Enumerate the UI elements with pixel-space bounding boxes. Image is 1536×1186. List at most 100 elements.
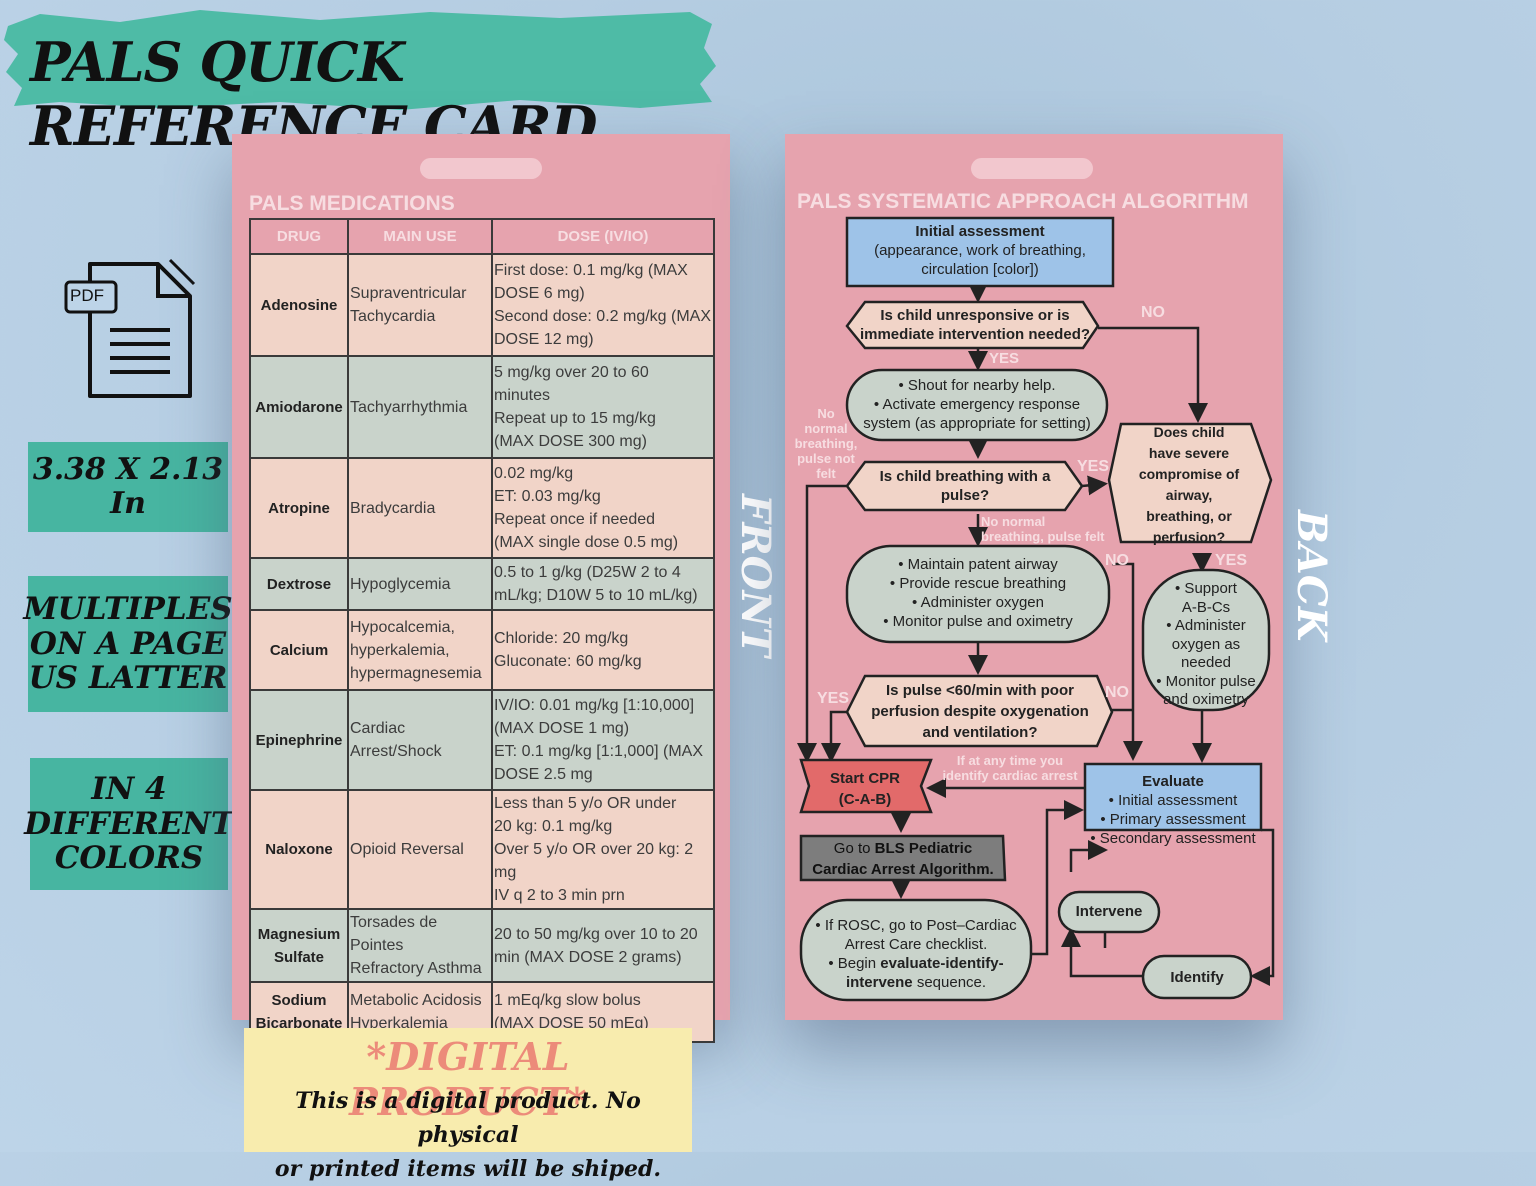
lanyard-slot bbox=[420, 158, 542, 179]
table-row: Calcium Hypocalcemia,hyperkalemia,hyperma… bbox=[249, 609, 715, 691]
table-header-row: DRUG MAIN USE DOSE (IV/IO) bbox=[249, 218, 715, 255]
dose-cell-line: minutes bbox=[494, 387, 551, 404]
decision-pulse-60 bbox=[845, 674, 1114, 748]
use-cell-line: Arrest/Shock bbox=[350, 743, 442, 760]
dose-cell: IV/IO: 0.01 mg/kg [1:10,000] (MAX DOSE 1 … bbox=[491, 689, 715, 791]
bls-algorithm-box bbox=[799, 834, 1007, 882]
colors-line-2: DIFFERENT bbox=[24, 805, 234, 842]
use-cell-line: Hypoglycemia bbox=[350, 575, 451, 593]
size-badge: 3.38 X 2.13 In bbox=[28, 442, 228, 532]
dose-cell-line: Second dose: 0.2 mg/kg (MAX bbox=[494, 308, 711, 325]
multiples-badge: MULTIPLES ON A PAGE US LATTER bbox=[23, 576, 233, 712]
use-cell-line: Tachycardia bbox=[350, 308, 436, 325]
dose-cell-line: DOSE 12 mg) bbox=[494, 331, 594, 348]
drug-cell-line: Sulfate bbox=[273, 948, 324, 966]
dose-cell-line: 1 mEq/kg slow bolus bbox=[494, 992, 641, 1009]
use-cell-line: Bradycardia bbox=[350, 499, 436, 517]
use-cell: Opioid Reversal bbox=[347, 789, 493, 910]
colors-line-3: COLORS bbox=[54, 840, 204, 877]
dose-cell: Less than 5 y/o OR under 20 kg: 0.1 mg/kg… bbox=[491, 789, 715, 910]
multiples-line-3: US LATTER bbox=[28, 660, 228, 697]
start-cpr-text: Start CPR(C-A-B) bbox=[829, 770, 900, 808]
use-cell-line: Metabolic Acidosis bbox=[350, 992, 482, 1009]
use-cell-line: Torsades de Pointes bbox=[350, 914, 438, 954]
pdf-file-icon: PDF bbox=[62, 258, 196, 404]
dose-cell-line: First dose: 0.1 mg/kg (MAX bbox=[494, 262, 688, 279]
use-cell-line: Hyperkalemia bbox=[350, 1015, 448, 1032]
colors-badge: IN 4 DIFFERENT COLORS bbox=[24, 758, 234, 890]
back-card: PALS SYSTEMATIC APPROACH ALGORITHM bbox=[785, 134, 1283, 1020]
digital-product-notice: *DIGITAL PRODUCT* This is a digital prod… bbox=[244, 1028, 692, 1182]
multiples-line-2: ON A PAGE bbox=[29, 625, 227, 662]
colors-line-1: IN 4 bbox=[91, 770, 167, 807]
maintain-airway-box bbox=[845, 544, 1111, 644]
use-cell: Hypocalcemia,hyperkalemia,hypermagnesemi… bbox=[347, 609, 493, 691]
use-cell: Tachyarrhythmia bbox=[347, 355, 493, 459]
initial-assessment-box bbox=[845, 216, 1115, 288]
dose-cell-line: IV q 2 to 3 min prn bbox=[494, 887, 625, 904]
title-banner: PALS QUICK REFERENCE CARD bbox=[0, 4, 718, 158]
use-cell: Bradycardia bbox=[347, 457, 493, 559]
back-label: BACK bbox=[1288, 510, 1335, 642]
bls-algorithm-text: Go to BLS Pediatric Cardiac Arrest Algor… bbox=[812, 840, 994, 878]
label-yes-q1: YES bbox=[989, 350, 1020, 367]
algorithm-flowchart bbox=[797, 216, 1275, 1002]
dose-cell-line: 5 mg/kg over 20 to 60 bbox=[494, 364, 649, 381]
dose-cell-line: (MAX DOSE 300 mg) bbox=[494, 433, 647, 450]
back-card-title: PALS SYSTEMATIC APPROACH ALGORITHM bbox=[797, 190, 1249, 213]
drug-cell: Adenosine bbox=[249, 253, 349, 357]
drug-cell-line: Magnesium bbox=[257, 925, 341, 943]
dose-cell-line: Repeat once if needed bbox=[494, 511, 656, 528]
start-cpr-box bbox=[799, 758, 933, 814]
label-no-q4: NO bbox=[1105, 684, 1129, 701]
shout-help-box bbox=[845, 368, 1109, 442]
drug-cell-line: Epinephrine bbox=[255, 731, 343, 749]
dose-cell-line: 0.5 to 1 g/kg (D25W 2 to 4 bbox=[494, 564, 681, 581]
use-cell-line: hypermagnesemia bbox=[350, 664, 482, 682]
drug-cell: Naloxone bbox=[249, 789, 349, 910]
dose-cell-line: IV/IO: 0.01 mg/kg [1:10,000] bbox=[494, 697, 695, 714]
dose-cell-line: Over 5 y/o OR over 20 kg: 2 mg bbox=[494, 841, 694, 881]
dose-cell-line: DOSE 6 mg) bbox=[494, 285, 585, 302]
drug-cell-line: Calcium bbox=[269, 641, 329, 659]
dose-cell-line: (MAX single dose 0.5 mg) bbox=[494, 534, 679, 551]
dose-cell-line: Less than 5 y/o OR under bbox=[494, 795, 677, 812]
drug-cell-line: Sodium bbox=[271, 992, 327, 1009]
dose-cell-line: ET: 0.1 mg/kg [1:1,000] (MAX bbox=[494, 743, 703, 760]
use-cell: Hypoglycemia bbox=[347, 557, 493, 611]
use-cell-line: Refractory Asthma bbox=[350, 960, 482, 977]
drug-cell: Calcium bbox=[249, 609, 349, 691]
identify-box bbox=[1141, 954, 1253, 1000]
use-cell-line: Supraventricular bbox=[350, 285, 467, 302]
dose-cell-line: Repeat up to 15 mg/kg bbox=[494, 410, 656, 427]
decision-severe-compromise bbox=[1107, 422, 1273, 544]
label-yes-q2: YES bbox=[1077, 458, 1110, 475]
use-cell-line: Hypocalcemia, bbox=[350, 618, 455, 636]
header-main-use: MAIN USE bbox=[347, 218, 493, 255]
evaluate-text: Evaluate • Initial assessment • Primary … bbox=[1090, 773, 1256, 847]
dose-cell-line: 0.02 mg/kg bbox=[494, 465, 574, 482]
dose-cell-line: (MAX DOSE 50 mEq) bbox=[494, 1015, 649, 1032]
drug-cell-line: Atropine bbox=[268, 499, 330, 517]
initial-assessment-text: Initial assessment (appearance, work of … bbox=[874, 223, 1086, 278]
notice-title: *DIGITAL PRODUCT* bbox=[349, 1034, 587, 1124]
dose-cell-line: (MAX DOSE 1 mg) bbox=[494, 720, 630, 737]
multiples-line-1: MULTIPLES bbox=[23, 590, 233, 627]
dose-cell-line: 20 kg: 0.1 mg/kg bbox=[494, 818, 613, 835]
decision-unresponsive bbox=[845, 300, 1100, 350]
drug-cell-line: Bicarbonate bbox=[255, 1015, 343, 1032]
rosc-text: • If ROSC, go to Post–Cardiac Arrest Car… bbox=[815, 917, 1017, 991]
